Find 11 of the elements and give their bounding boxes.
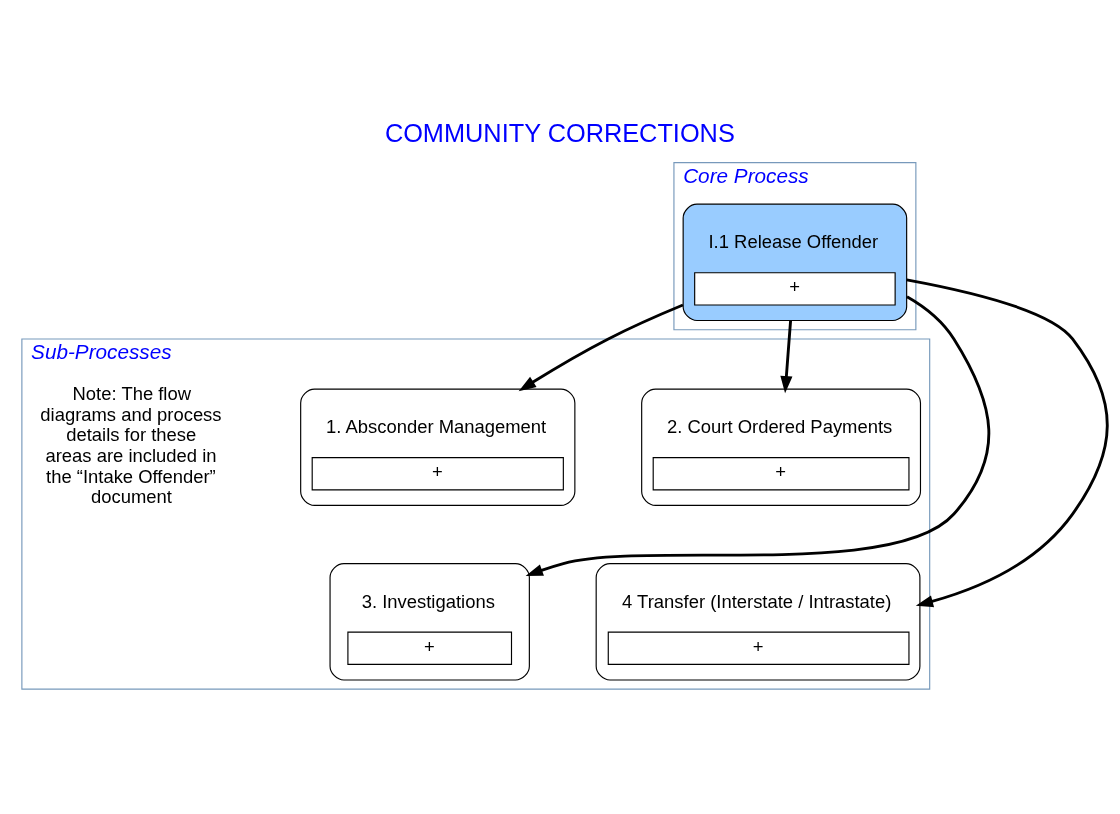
diagram-title: COMMUNITY CORRECTIONS (384, 117, 735, 146)
node-box: 4 Transfer (Interstate / Intrastate) + (595, 562, 921, 681)
label: Note: The flow diagrams and process details for these areas are included in the “Intake Offender” document (40, 382, 222, 507)
node-box: I.1 Release Offender + (682, 203, 908, 321)
node-box: 1. Absconder Management + (300, 388, 576, 506)
node-box: 2. Court Ordered Payments + (641, 388, 922, 506)
node-box: 3. Investigations + (329, 562, 530, 681)
arrow (518, 303, 684, 391)
arrow (906, 277, 1109, 607)
arrow (525, 294, 991, 576)
arrow (780, 320, 793, 393)
